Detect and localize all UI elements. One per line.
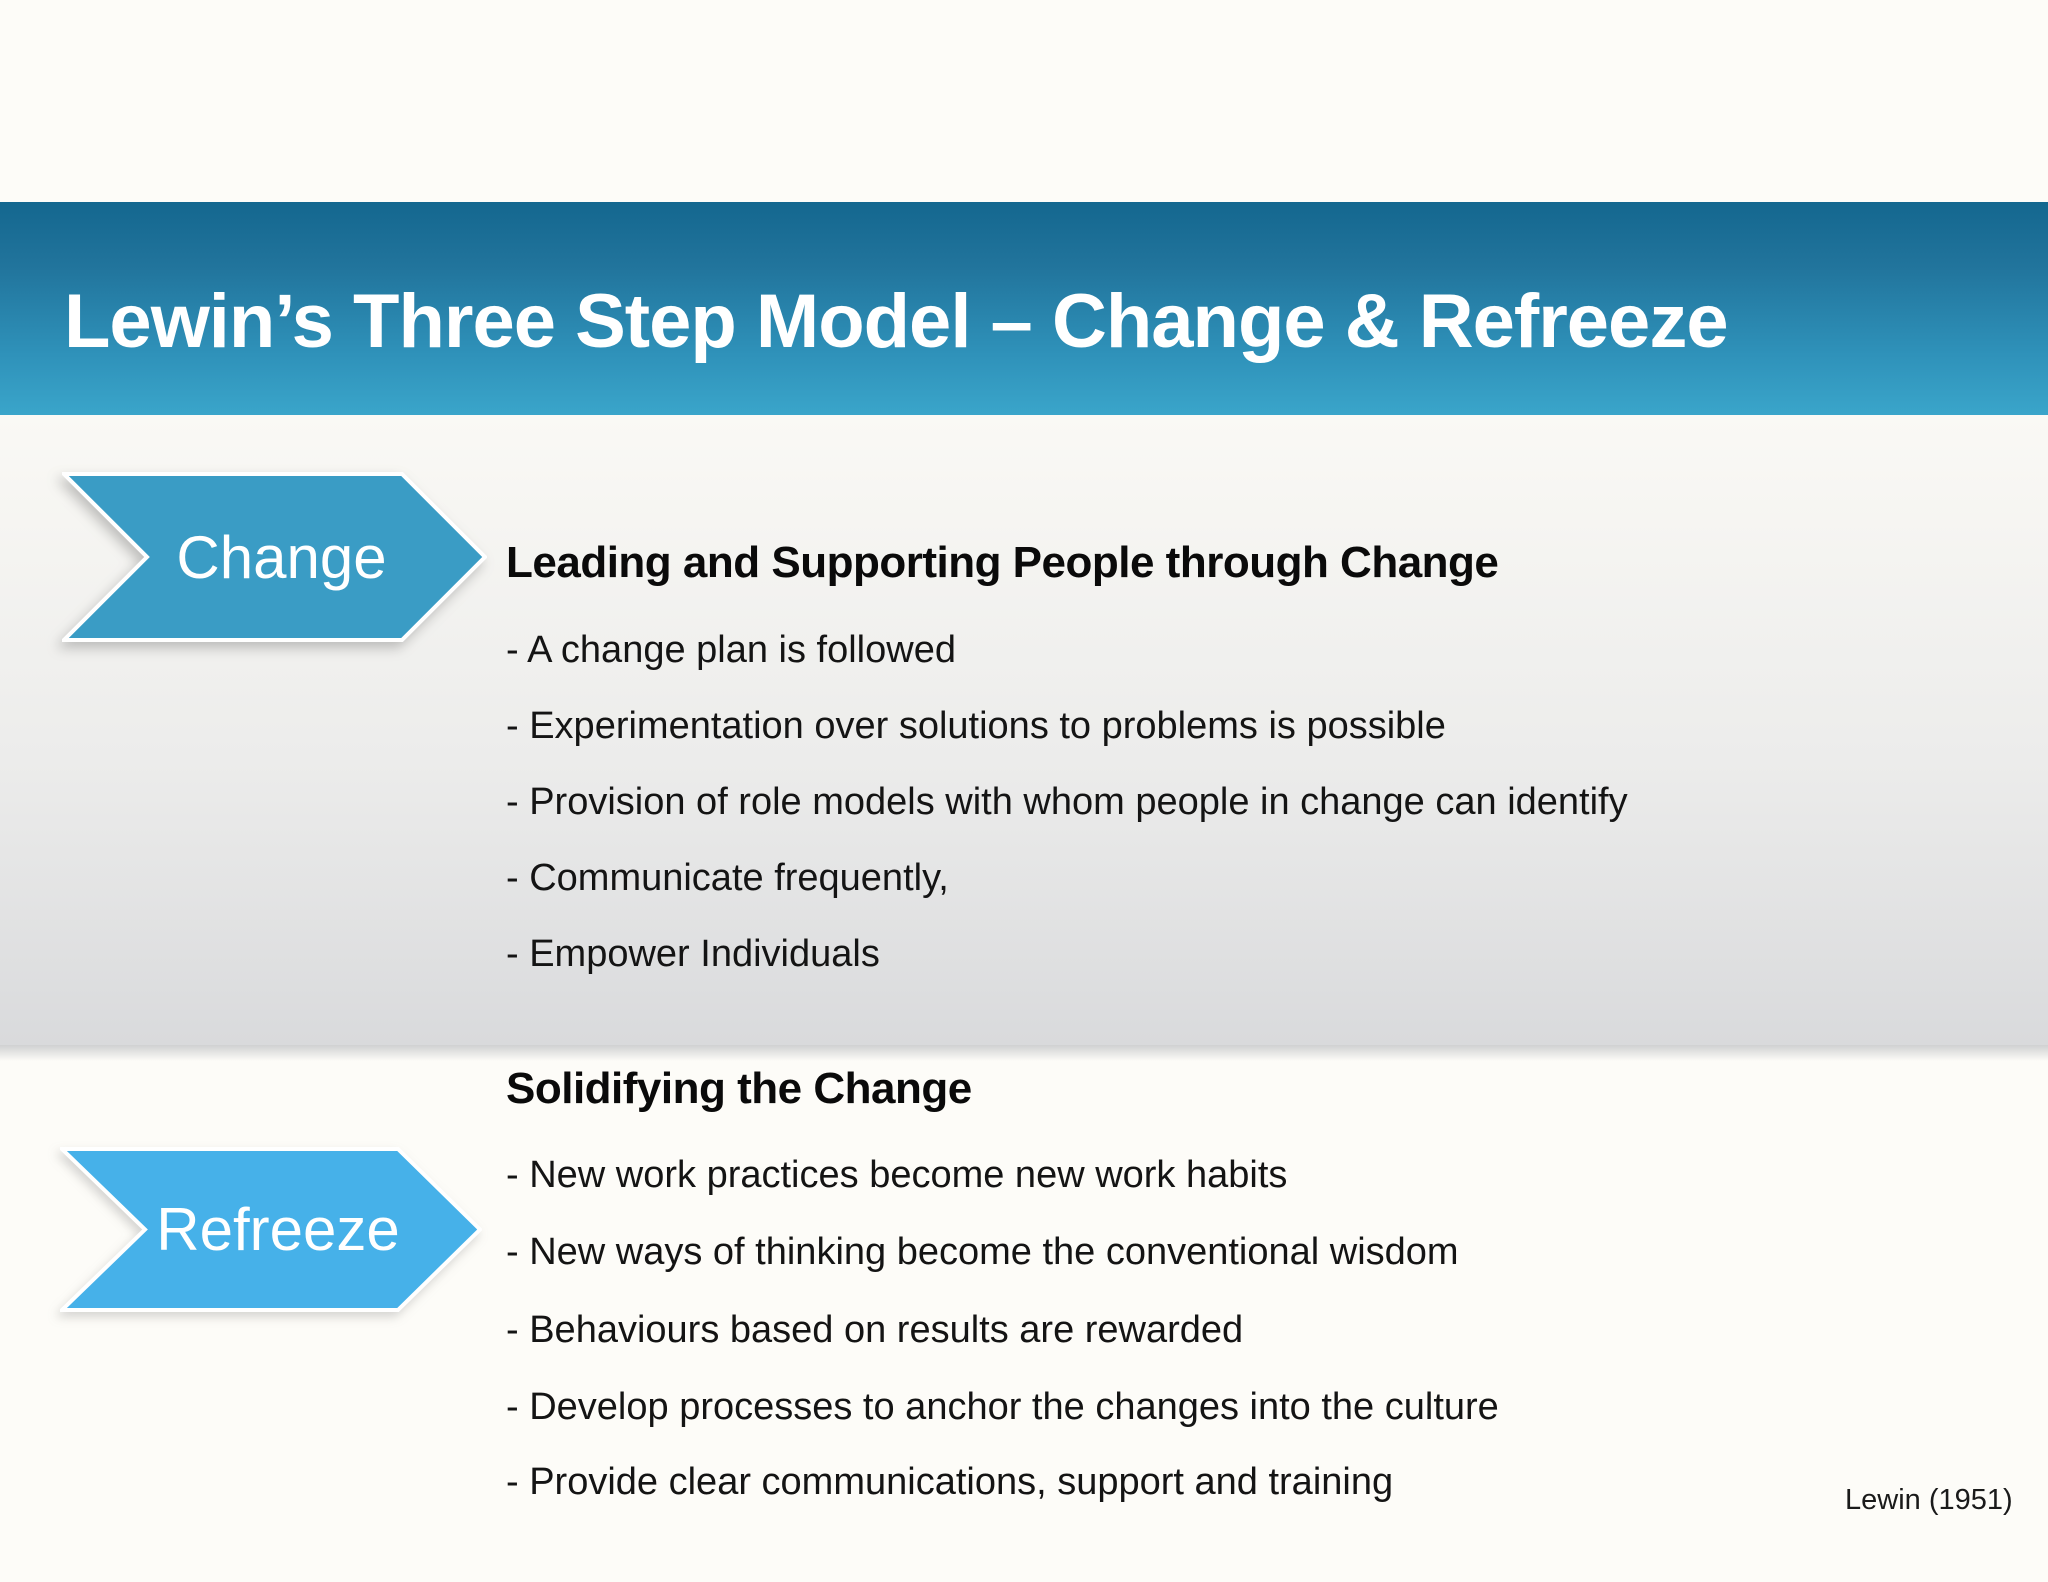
refreeze-bullet-1: - New work practices become new work hab… [506,1154,1288,1196]
change-chevron-arrow: Change [62,472,487,642]
citation: Lewin (1951) [1845,1484,2013,1516]
refreeze-bullet-4: - Develop processes to anchor the change… [506,1386,1499,1428]
change-bullet-2: - Experimentation over solutions to prob… [506,705,1446,747]
change-bullet-4: - Communicate frequently, [506,857,949,899]
change-arrow-label: Change [176,523,387,591]
refreeze-bullet-3: - Behaviours based on results are reward… [506,1309,1244,1351]
chevron-right-shape [62,472,487,642]
title-banner: Lewin’s Three Step Model – Change & Refr… [0,202,2048,418]
section-divider-shadow [0,1045,2048,1061]
change-bullet-3: - Provision of role models with whom peo… [506,781,1628,823]
slide-title: Lewin’s Three Step Model – Change & Refr… [64,279,1729,364]
change-bullet-1: - A change plan is followed [506,629,956,671]
chevron-right-shape [60,1147,482,1312]
change-section-heading: Leading and Supporting People through Ch… [506,538,1499,587]
refreeze-section-heading: Solidifying the Change [506,1064,972,1113]
change-bullet-5: - Empower Individuals [506,933,880,975]
refreeze-arrow-label: Refreeze [156,1196,400,1263]
refreeze-bullet-2: - New ways of thinking become the conven… [506,1231,1459,1273]
refreeze-chevron-arrow: Refreeze [60,1147,482,1312]
refreeze-bullet-5: - Provide clear communications, support … [506,1461,1394,1503]
